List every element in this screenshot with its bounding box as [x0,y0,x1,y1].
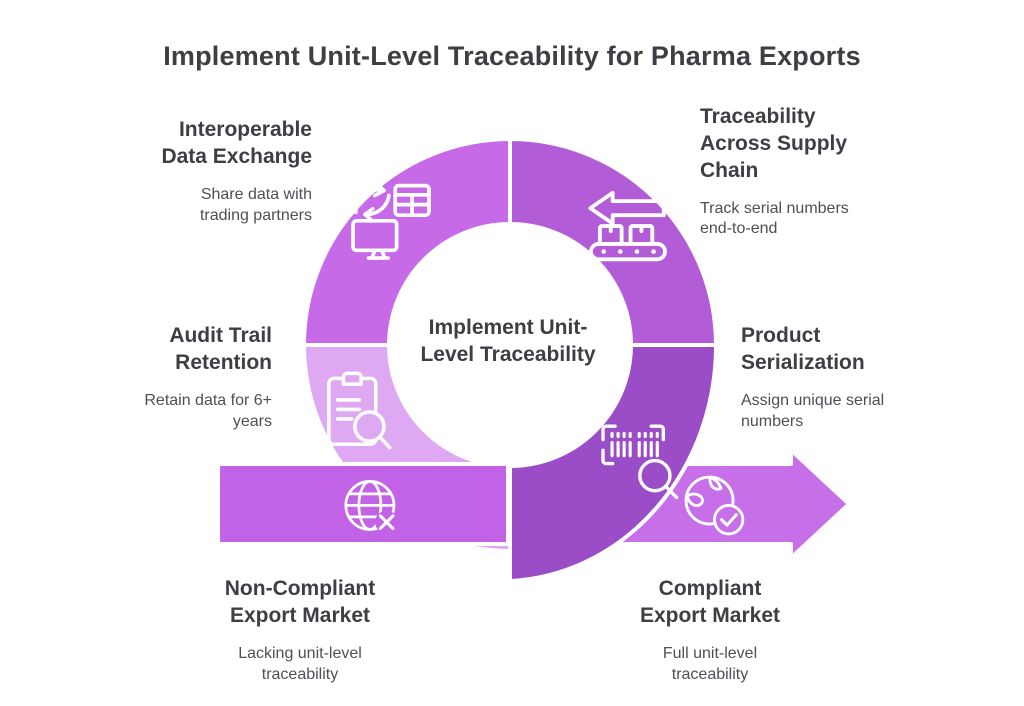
segment-description: Retain data for 6+ years [144,391,272,430]
segment-description: Share data with trading partners [199,185,312,224]
segment-label-product-serialization: Product Serialization Assign unique seri… [741,323,941,432]
segment-arc-data-exchange [302,137,512,347]
data-exchange-icon [346,180,436,264]
market-heading: Non-Compliant Export Market [224,577,376,627]
market-description: Full unit-level traceability [662,644,758,683]
globe-x-icon [339,474,406,541]
market-label-compliant: Compliant Export Market Full unit-level … [568,576,852,685]
center-label: Implement Unit- Level Traceability [420,316,596,367]
segment-description: Track serial numbers end-to-end [700,199,849,238]
globe-check-icon [680,471,750,541]
market-heading: Compliant Export Market [639,577,781,627]
segment-heading: Traceability Across Supply Chain [700,105,848,182]
conveyor-belt-icon [582,189,674,263]
market-description: Lacking unit-level traceability [238,644,362,683]
clipboard-search-icon [320,367,396,456]
market-label-non-compliant: Non-Compliant Export Market Lacking unit… [158,576,442,685]
segment-heading: Audit Trail Retention [169,324,272,374]
segment-label-traceability-across-supply-chain: Traceability Across Supply Chain Track s… [700,104,900,240]
barcode-search-icon [597,419,679,501]
segment-heading: Interoperable Data Exchange [161,118,312,168]
segment-heading: Product Serialization [741,324,865,374]
segment-arc-supply-chain [508,137,718,347]
segment-description: Assign unique serial numbers [741,391,885,430]
segment-label-interoperable-data-exchange: Interoperable Data Exchange Share data w… [72,117,312,226]
page-title: Implement Unit-Level Traceability for Ph… [163,41,861,71]
segment-label-audit-trail-retention: Audit Trail Retention Retain data for 6+… [42,323,272,432]
